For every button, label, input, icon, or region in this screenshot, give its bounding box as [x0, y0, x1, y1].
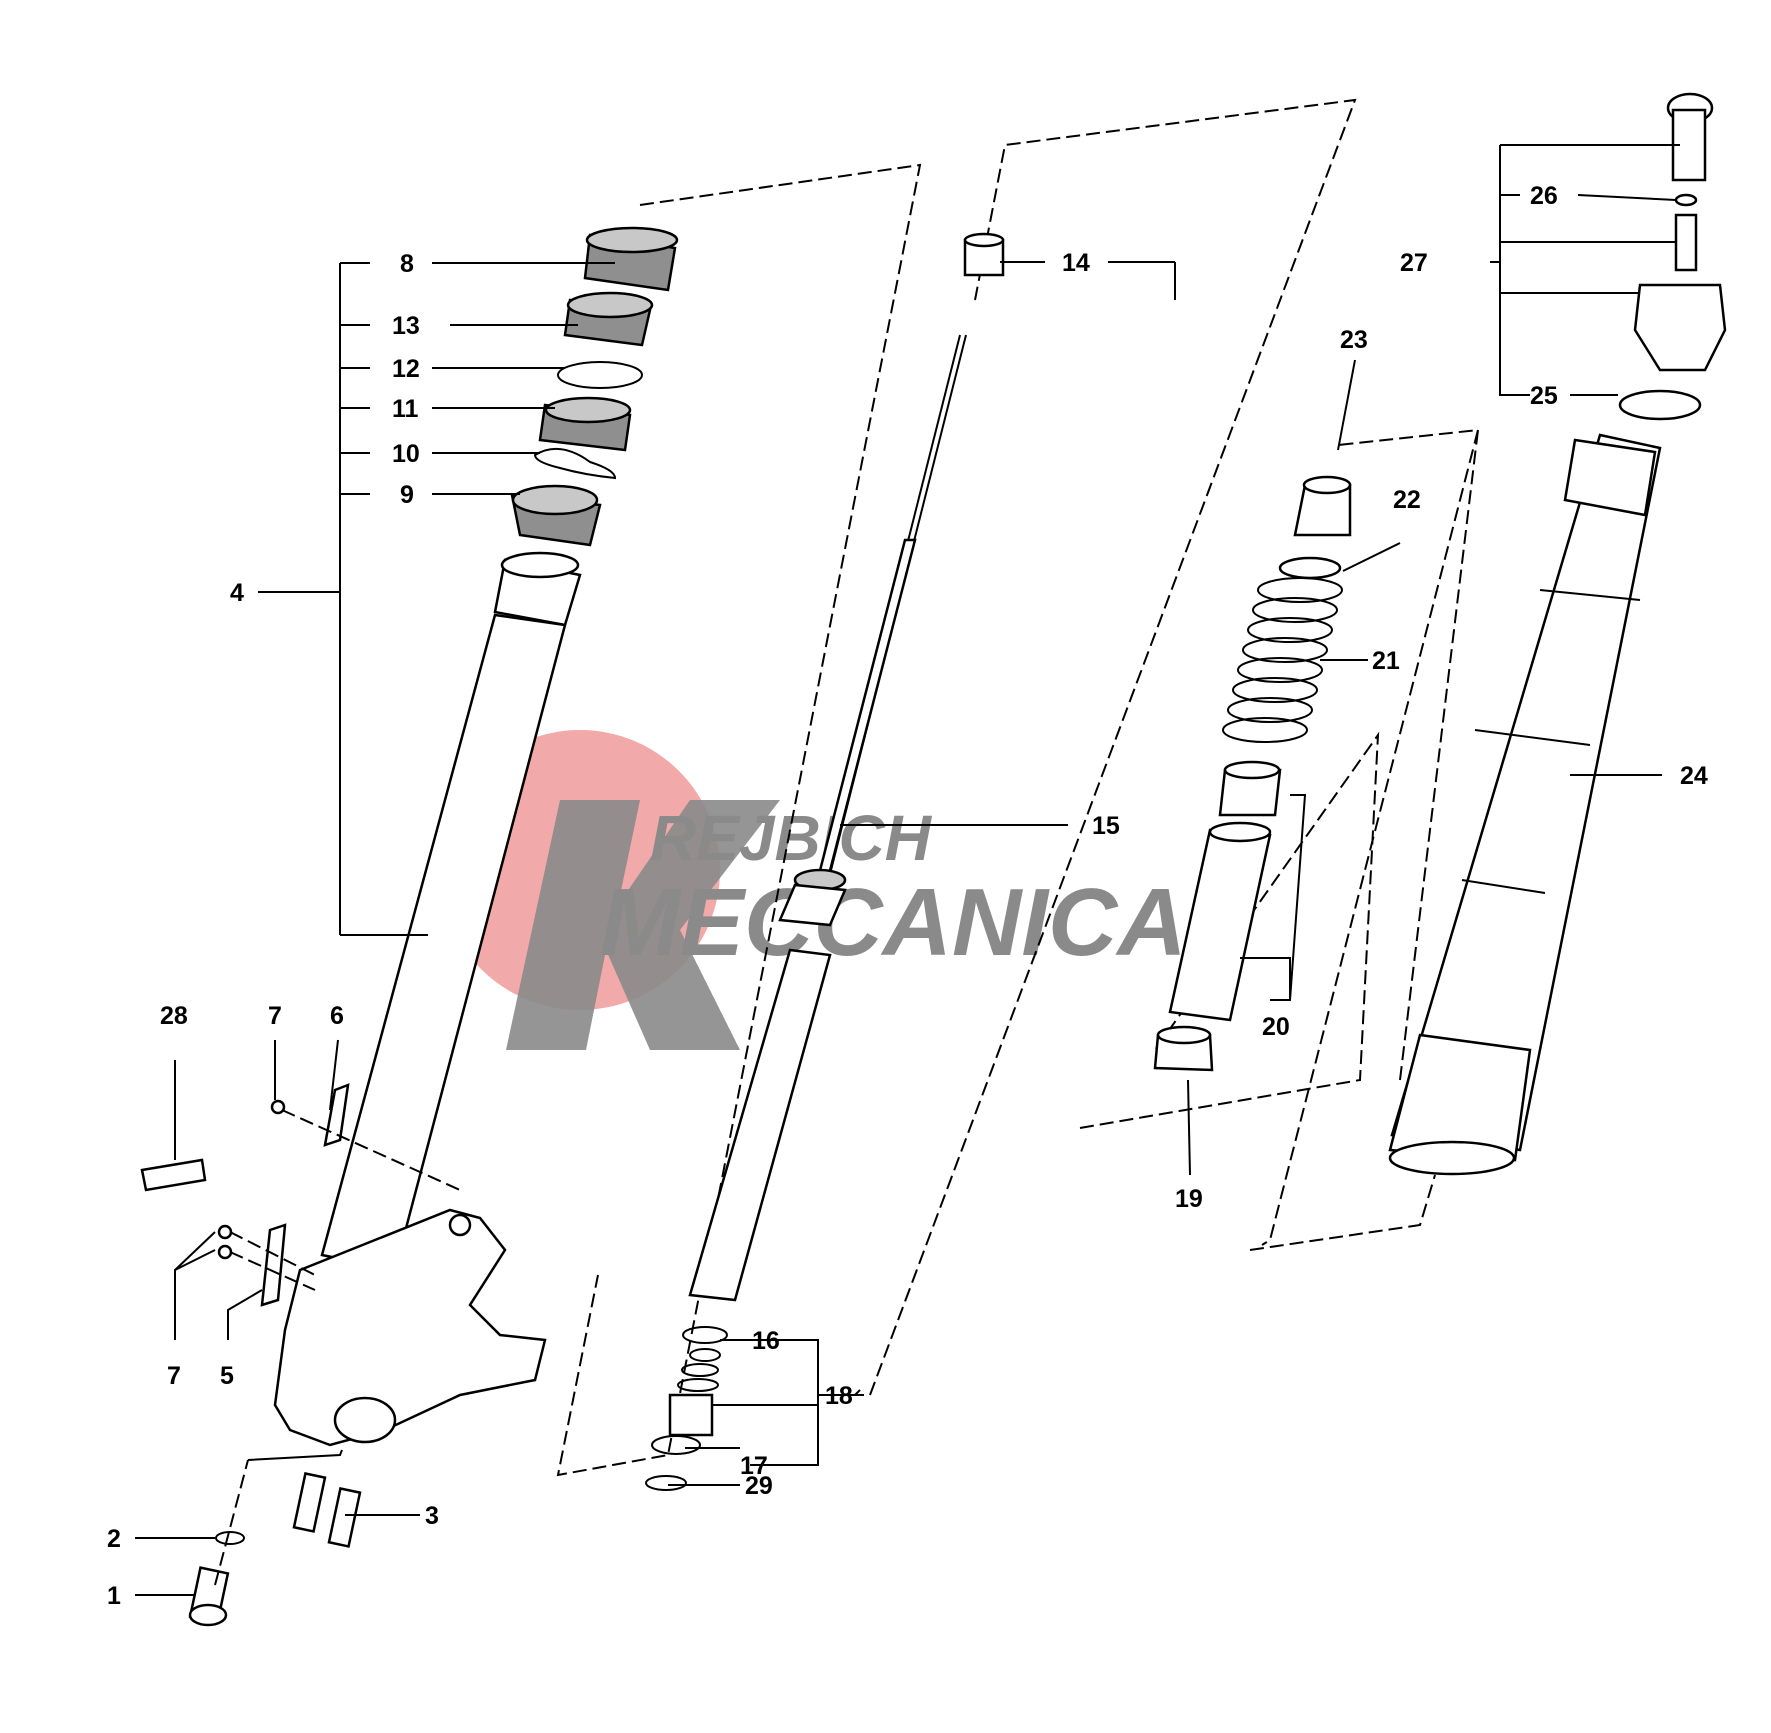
callout-7b: 7	[167, 1362, 181, 1390]
callout-21: 21	[1372, 647, 1400, 675]
callout-2: 2	[107, 1525, 121, 1553]
callout-24: 24	[1680, 762, 1708, 790]
callout-9: 9	[400, 481, 414, 509]
callout-27: 27	[1400, 249, 1428, 277]
part-hardware	[140, 1083, 461, 1627]
watermark-line2: MECCANICA	[600, 869, 1187, 976]
callout-7a: 7	[268, 1002, 282, 1030]
callout-18: 18	[825, 1382, 853, 1410]
callout-17: 17	[740, 1452, 768, 1480]
callout-19: 19	[1175, 1185, 1203, 1213]
callout-8: 8	[400, 250, 414, 278]
valve-stack	[677, 1348, 721, 1392]
callout-22: 22	[1393, 486, 1421, 514]
callout-numbers: 1 2 3 4 5 6 7 7 8 9 10 11 12 13 14 15 16…	[107, 182, 1708, 1610]
part-seal-stack	[510, 226, 679, 547]
callout-10: 10	[392, 440, 420, 468]
callout-28: 28	[160, 1002, 188, 1030]
callout-12: 12	[392, 355, 420, 383]
callout-13: 13	[392, 312, 420, 340]
callout-1: 1	[107, 1582, 121, 1610]
callout-25: 25	[1530, 382, 1558, 410]
callout-6: 6	[330, 1002, 344, 1030]
callout-16: 16	[752, 1327, 780, 1355]
part-cap-assembly	[1618, 92, 1727, 421]
part-damper-rod	[645, 232, 1005, 1491]
callout-3: 3	[425, 1502, 439, 1530]
callout-26: 26	[1530, 182, 1558, 210]
exploded-view-lines	[556, 98, 1480, 1477]
part-outer-tube	[1388, 433, 1662, 1176]
callout-29: 29	[745, 1472, 773, 1500]
callout-5: 5	[220, 1362, 234, 1390]
callout-23: 23	[1340, 326, 1368, 354]
leader-lines	[135, 144, 1680, 1596]
callout-4: 4	[230, 579, 244, 607]
spring-coils	[1222, 577, 1343, 743]
part-spring-column	[1153, 475, 1352, 1072]
callout-20: 20	[1262, 1013, 1290, 1041]
callout-15: 15	[1092, 812, 1120, 840]
watermark-k-letter	[506, 800, 780, 1050]
watermark-line1: REJBICH	[650, 802, 933, 874]
callout-11: 11	[392, 395, 419, 423]
part-inner-tube	[273, 551, 582, 1447]
callout-14: 14	[1062, 249, 1090, 277]
